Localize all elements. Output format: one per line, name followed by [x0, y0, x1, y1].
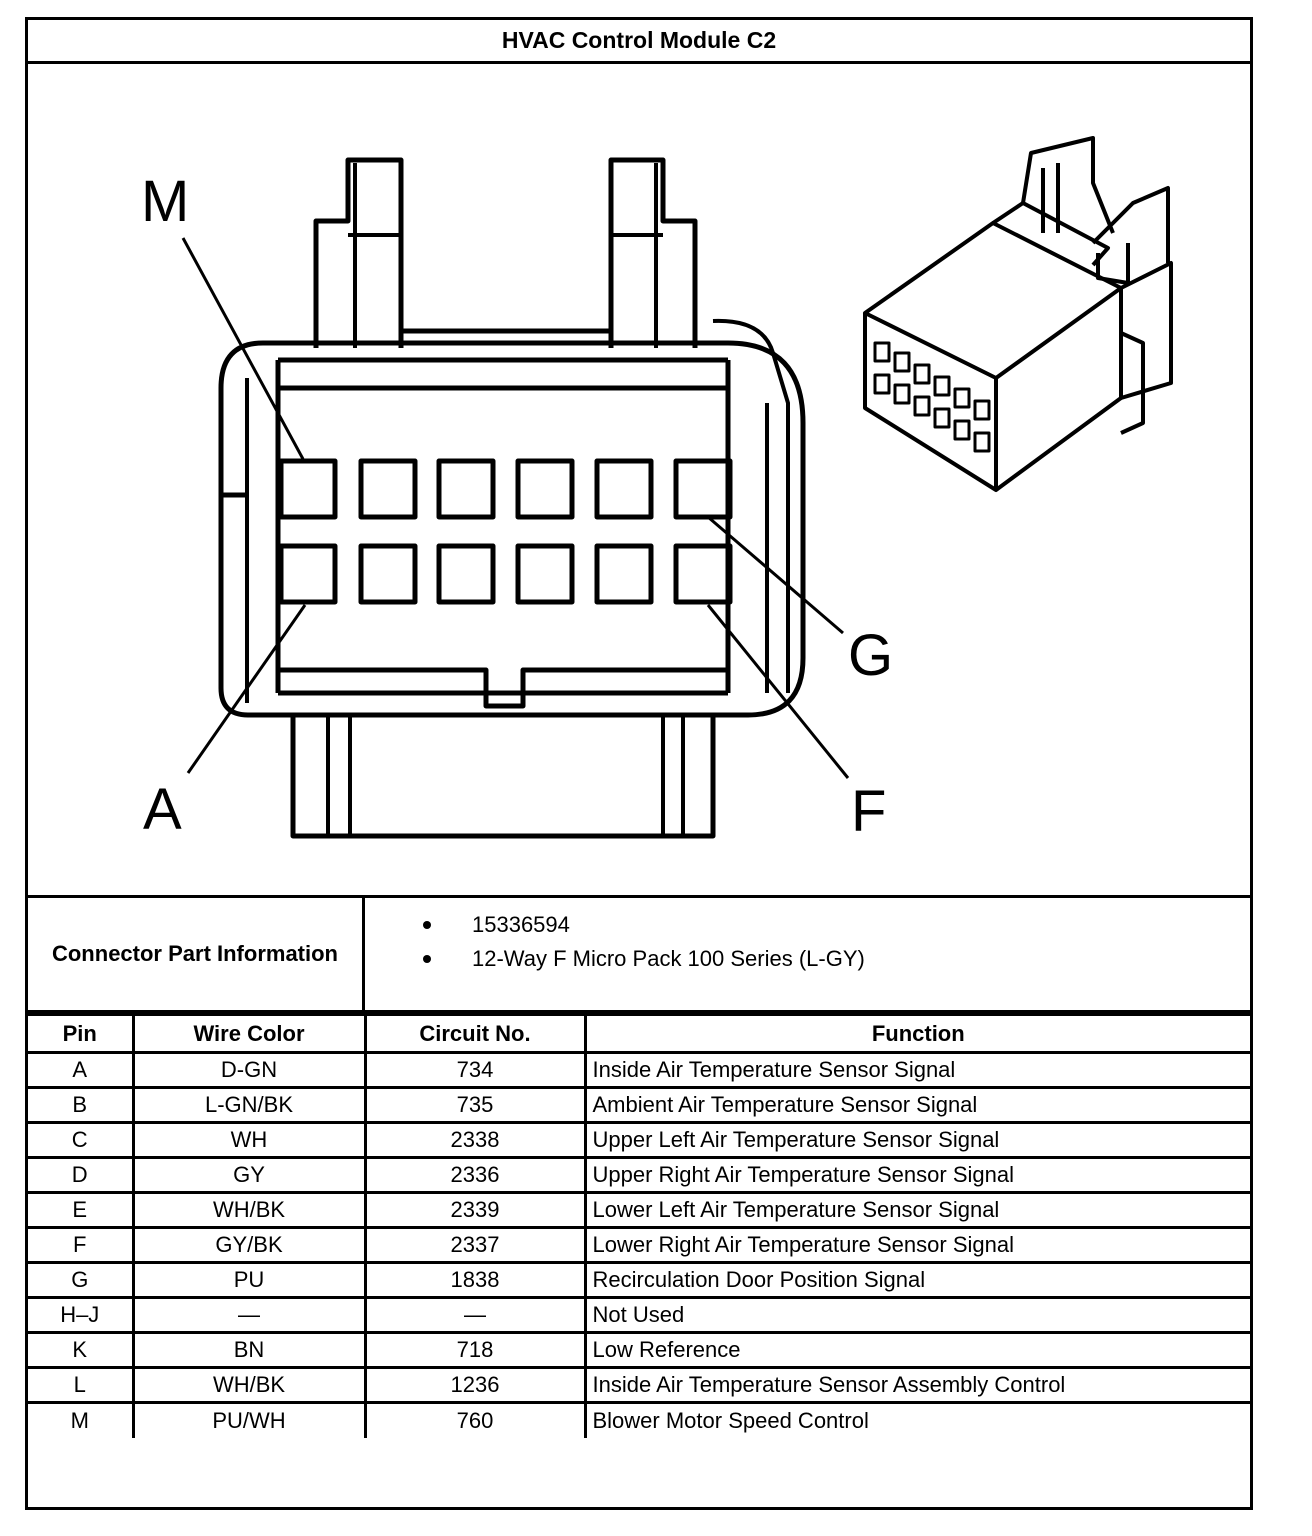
cell-pin: D: [28, 1156, 135, 1194]
connector-sheet: HVAC Control Module C2: [25, 17, 1253, 1510]
cell-function: Inside Air Temperature Sensor Assembly C…: [583, 1366, 1250, 1404]
cell-wire-color: PU: [131, 1261, 367, 1299]
cell-wire-color: WH: [131, 1121, 367, 1159]
cell-function: Ambient Air Temperature Sensor Signal: [583, 1086, 1250, 1124]
cell-wire-color: GY: [131, 1156, 367, 1194]
cell-function: Upper Right Air Temperature Sensor Signa…: [583, 1156, 1250, 1194]
cell-function: Upper Left Air Temperature Sensor Signal: [583, 1121, 1250, 1159]
cell-circuit: 2337: [363, 1226, 587, 1264]
cell-function: Recirculation Door Position Signal: [583, 1261, 1250, 1299]
cell-pin: A: [28, 1051, 135, 1089]
cell-pin: B: [28, 1086, 135, 1124]
cell-circuit: 2336: [363, 1156, 587, 1194]
cell-circuit: 735: [363, 1086, 587, 1124]
cell-function: Low Reference: [583, 1331, 1250, 1369]
table-row: F GY/BK 2337 Lower Right Air Temperature…: [28, 1226, 1250, 1264]
cell-function: Lower Left Air Temperature Sensor Signal: [583, 1191, 1250, 1229]
cell-circuit: 2338: [363, 1121, 587, 1159]
cell-pin: E: [28, 1191, 135, 1229]
table-row: B L-GN/BK 735 Ambient Air Temperature Se…: [28, 1086, 1250, 1124]
cell-function: Blower Motor Speed Control: [583, 1401, 1250, 1438]
connector-info-label: Connector Part Information: [28, 898, 365, 1010]
cell-pin: G: [28, 1261, 135, 1299]
cell-wire-color: WH/BK: [131, 1366, 367, 1404]
cell-pin: L: [28, 1366, 135, 1404]
header-pin: Pin: [28, 1013, 135, 1054]
cell-circuit: 1236: [363, 1366, 587, 1404]
pinout-table: Pin Wire Color Circuit No. Function A D-…: [28, 1013, 1250, 1438]
cell-wire-color: L-GN/BK: [131, 1086, 367, 1124]
cell-wire-color: BN: [131, 1331, 367, 1369]
cell-pin: F: [28, 1226, 135, 1264]
table-row: K BN 718 Low Reference: [28, 1331, 1250, 1369]
cell-function: Inside Air Temperature Sensor Signal: [583, 1051, 1250, 1089]
cell-pin: K: [28, 1331, 135, 1369]
page-title: HVAC Control Module C2: [28, 20, 1250, 64]
callout-pin-m: M: [141, 169, 189, 234]
cell-circuit: —: [363, 1296, 587, 1334]
cell-wire-color: GY/BK: [131, 1226, 367, 1264]
cell-circuit: 734: [363, 1051, 587, 1089]
cell-wire-color: D-GN: [131, 1051, 367, 1089]
cell-wire-color: WH/BK: [131, 1191, 367, 1229]
table-row: D GY 2336 Upper Right Air Temperature Se…: [28, 1156, 1250, 1194]
table-row: A D-GN 734 Inside Air Temperature Sensor…: [28, 1051, 1250, 1089]
callout-pin-g: G: [848, 623, 893, 688]
callout-pin-a: A: [143, 777, 182, 842]
header-function: Function: [583, 1013, 1250, 1054]
cell-pin: H–J: [28, 1296, 135, 1334]
connector-face-drawing: M A G F: [141, 136, 1173, 844]
bullet-icon: [423, 955, 431, 963]
table-row: M PU/WH 760 Blower Motor Speed Control: [28, 1401, 1250, 1438]
table-header-row: Pin Wire Color Circuit No. Function: [28, 1013, 1250, 1054]
cell-wire-color: —: [131, 1296, 367, 1334]
cell-function: Not Used: [583, 1296, 1250, 1334]
connector-diagram: M A G F: [28, 64, 1250, 896]
table-row: H–J — — Not Used: [28, 1296, 1250, 1334]
table-row: C WH 2338 Upper Left Air Temperature Sen…: [28, 1121, 1250, 1159]
connector-part-info: Connector Part Information 15336594 12-W…: [28, 895, 1250, 1013]
table-row: E WH/BK 2339 Lower Left Air Temperature …: [28, 1191, 1250, 1229]
table-row: G PU 1838 Recirculation Door Position Si…: [28, 1261, 1250, 1299]
cell-circuit: 1838: [363, 1261, 587, 1299]
cell-pin: M: [28, 1401, 135, 1438]
cell-pin: C: [28, 1121, 135, 1159]
table-row: L WH/BK 1236 Inside Air Temperature Sens…: [28, 1366, 1250, 1404]
cell-circuit: 760: [363, 1401, 587, 1438]
bullet-icon: [423, 921, 431, 929]
header-circuit: Circuit No.: [363, 1013, 587, 1054]
cell-wire-color: PU/WH: [131, 1401, 367, 1438]
header-wire-color: Wire Color: [131, 1013, 367, 1054]
callout-pin-f: F: [851, 779, 886, 844]
cell-circuit: 718: [363, 1331, 587, 1369]
cell-function: Lower Right Air Temperature Sensor Signa…: [583, 1226, 1250, 1264]
cell-circuit: 2339: [363, 1191, 587, 1229]
connector-info-list: 15336594 12-Way F Micro Pack 100 Series …: [365, 898, 1250, 1010]
